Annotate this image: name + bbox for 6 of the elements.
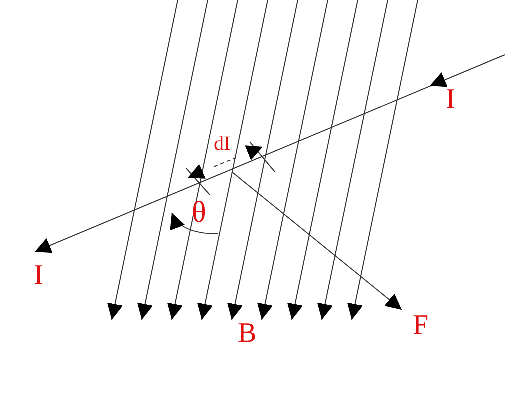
field-label: B	[238, 320, 257, 348]
current-label: I	[34, 262, 44, 290]
force-label: F	[413, 312, 429, 340]
element-label: dI	[214, 134, 231, 154]
angle-label: θ	[192, 198, 206, 228]
current-label: I	[446, 86, 456, 114]
